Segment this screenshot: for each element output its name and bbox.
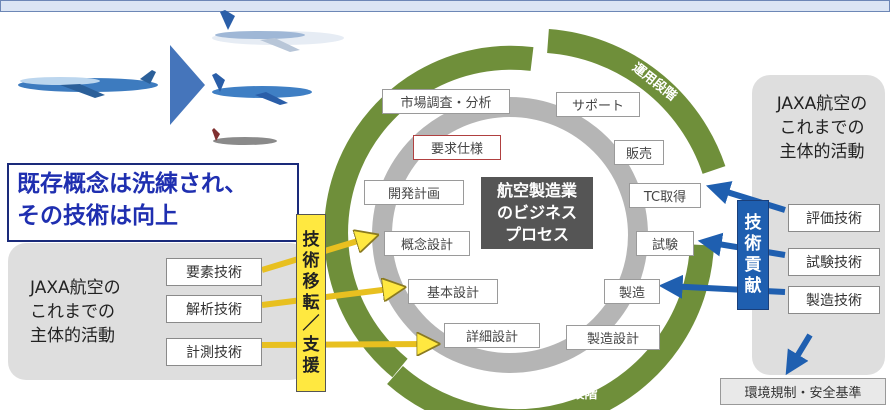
left-panel-title: JAXA航空の これまでの 主体的活動	[30, 278, 121, 346]
step-manufacturing: 製造	[604, 279, 660, 304]
step-testing: 試験	[636, 231, 694, 256]
step-detailed-design: 詳細設計	[444, 323, 540, 348]
center-line-2: のビジネス	[496, 203, 577, 222]
right-panel-title: JAXA航空の これまでの 主体的活動	[776, 94, 868, 162]
step-conceptual-design: 概念設計	[384, 231, 470, 256]
left-item-measurement-tech: 計測技術	[166, 338, 262, 366]
ring-planning-arc	[324, 45, 534, 378]
step-market-research: 市場調査・分析	[382, 89, 510, 114]
left-item-analysis-tech: 解析技術	[166, 295, 262, 323]
step-manufacturing-design: 製造設計	[566, 325, 660, 350]
step-support: サポート	[556, 92, 640, 117]
contribution-arrow-to-tc	[705, 181, 786, 213]
environment-safety-standards-box: 環境規制・安全基準	[720, 378, 886, 405]
airplane-top-icon	[212, 10, 344, 52]
headline-line-1: 既存概念は洗練され、	[17, 171, 248, 197]
transfer-arrow-to-detail	[261, 344, 432, 345]
ring-operation-arc	[546, 29, 726, 174]
airplane-small-icon	[212, 128, 277, 145]
step-development-plan: 開発計画	[364, 180, 464, 205]
step-sales: 販売	[614, 140, 664, 165]
headline-line-2: その技術は向上	[17, 203, 178, 229]
technology-transfer-label: 技 術 移 転 ／ 支 援	[296, 214, 326, 392]
right-item-evaluation-tech: 評価技術	[788, 204, 880, 232]
contribution-arrow-to-regulation	[785, 333, 813, 376]
left-item-element-tech: 要素技術	[166, 258, 262, 286]
chevron-arrow-icon	[170, 45, 205, 125]
step-requirements: 要求仕様	[413, 135, 501, 160]
transfer-arrow-to-basic	[261, 288, 398, 308]
business-process-center: 航空製造業 のビジネス プロセス	[481, 177, 593, 249]
step-tc-acquisition: TC取得	[629, 183, 701, 208]
technology-contribution-label: 技 術 貢 献	[737, 200, 769, 310]
right-item-testing-tech: 試験技術	[788, 248, 880, 276]
step-basic-design: 基本設計	[408, 279, 498, 304]
ring-label-development: 開発・製造段階	[506, 386, 597, 402]
right-item-manufacturing-tech: 製造技術	[788, 286, 880, 314]
ring-development-arc	[387, 244, 714, 410]
center-line-1: 航空製造業	[496, 181, 577, 200]
center-line-3: プロセス	[504, 225, 569, 244]
airplane-middle-icon	[212, 73, 312, 105]
airplane-left-icon	[18, 70, 158, 98]
headline-box: 既存概念は洗練され、 その技術は向上	[7, 163, 299, 242]
